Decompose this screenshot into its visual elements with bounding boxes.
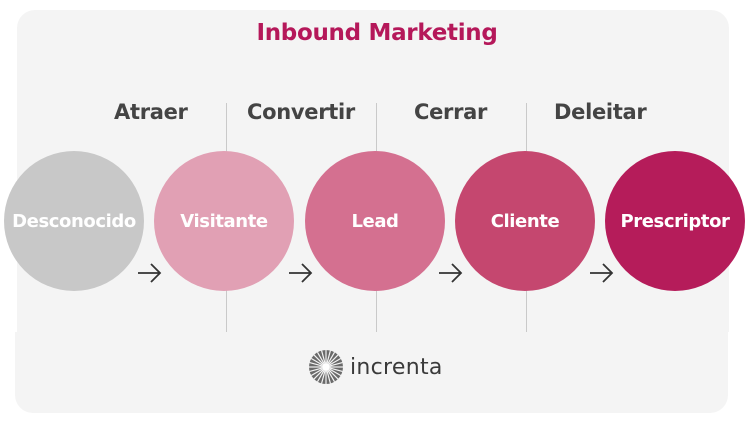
increnta-logo: increnta	[308, 349, 443, 385]
stage-label-atraer: Atraer	[114, 100, 188, 124]
node-label: Cliente	[490, 210, 560, 232]
diagram-title: Inbound Marketing	[256, 20, 498, 46]
node-lead: Lead	[305, 151, 445, 291]
node-label: Prescriptor	[620, 210, 730, 232]
stage-label-deleitar: Deleitar	[554, 100, 647, 124]
node-label: Desconocido	[12, 210, 136, 232]
logo-text: increnta	[350, 354, 443, 380]
node-label: Visitante	[180, 210, 268, 232]
stage-label-cerrar: Cerrar	[414, 100, 488, 124]
node-label: Lead	[351, 210, 399, 232]
node-prescriptor: Prescriptor	[605, 151, 745, 291]
arrow-right-icon	[590, 263, 614, 283]
node-visitante: Visitante	[154, 151, 294, 291]
starburst-icon	[309, 350, 343, 384]
stage-label-convertir: Convertir	[247, 100, 355, 124]
footer-panel	[15, 332, 728, 413]
node-cliente: Cliente	[455, 151, 595, 291]
arrow-right-icon	[138, 263, 162, 283]
arrow-right-icon	[439, 263, 463, 283]
arrow-right-icon	[289, 263, 313, 283]
node-desconocido: Desconocido	[4, 151, 144, 291]
